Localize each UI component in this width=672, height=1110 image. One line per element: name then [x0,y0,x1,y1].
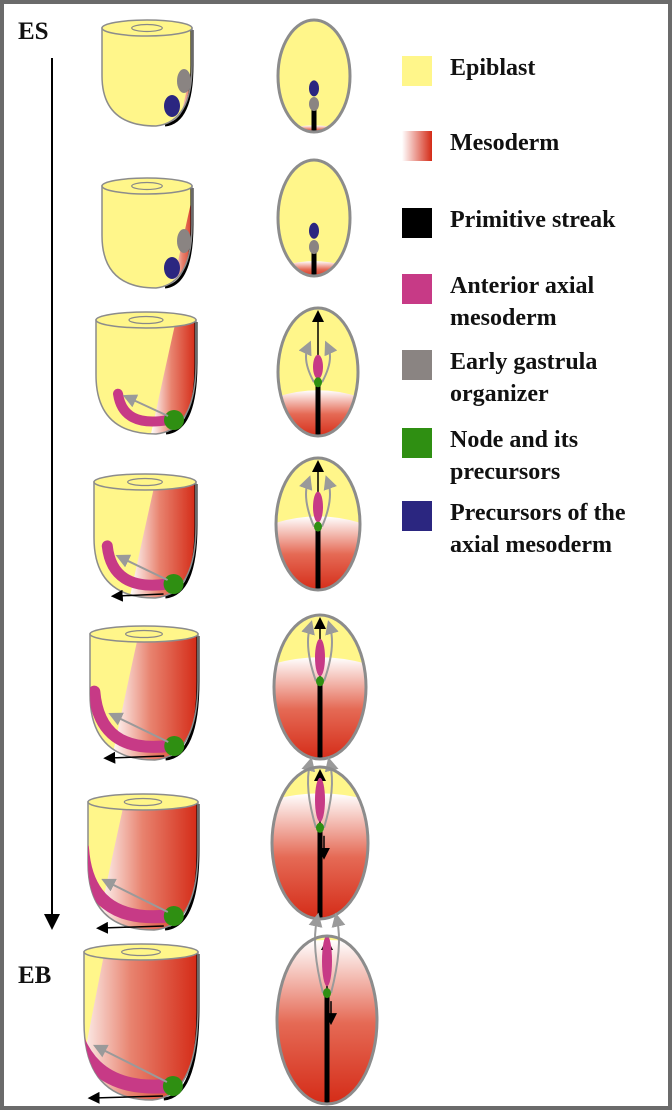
anterior-axial-mesoderm [313,355,323,379]
stage-2-frontal-view [276,160,352,278]
node-cells [164,410,184,430]
legend-label-epiblast: Epiblast [450,52,672,84]
stage-6-side-view [83,794,199,930]
stage-5-frontal-view [272,615,368,761]
legend-label-primitive-streak: Primitive streak [450,204,672,236]
legend-swatch-primitive-streak [402,208,432,238]
node-cells [164,736,184,756]
cup-rim [102,178,192,194]
stage-6-frontal-view [270,764,370,921]
organizer-cells [177,229,191,253]
cup-rim [88,794,198,810]
axial-precursor-cells [309,80,319,96]
legend-label-node: Node and its precursors [450,424,672,488]
organizer-cells [177,69,191,93]
anterior-axial-mesoderm [313,492,323,523]
legend-swatch-axial-precursors [402,501,432,531]
organizer-cells [309,240,319,254]
legend-label-axial-precursors: Precursors of the axial mesoderm [450,497,672,561]
legend-label-anterior-axial-mesoderm: Anterior axial mesoderm [450,270,672,334]
legend-swatch-anterior-axial-mesoderm [402,274,432,304]
node-cells [316,823,324,833]
anterior-axial-mesoderm [315,639,325,676]
node-cells [314,377,322,387]
node-cells [163,1076,183,1096]
anterior-axial-mesoderm [322,936,332,987]
organizer-cells [309,97,319,111]
stage-2-side-view [102,178,195,288]
node-cells [164,574,184,594]
stage-1-frontal-view [276,20,352,134]
node-cells [164,906,184,926]
stage-1-side-view [102,20,201,126]
stage-3-frontal-view [276,308,360,438]
legend-swatch-epiblast [402,56,432,86]
stage-7-frontal-view [275,920,379,1106]
node-cells [314,522,322,532]
node-cells [316,676,324,686]
cup-rim [94,474,196,490]
label-start-es: ES [18,18,49,46]
axial-precursor-cells [164,257,180,279]
node-cells [323,988,331,998]
legend-label-early-gastrula-organizer: Early gastrula organizer [450,346,672,410]
axial-precursor-cells [164,95,180,117]
legend-swatch-early-gastrula-organizer [402,350,432,380]
axial-precursor-cells [309,223,319,239]
label-end-eb: EB [18,962,51,990]
legend-label-mesoderm: Mesoderm [450,127,672,159]
stage-4-frontal-view [274,458,362,592]
cup-rim [96,312,196,328]
stage-5-side-view [90,626,198,760]
stage-4-side-view [94,474,196,598]
cup-rim [84,944,198,960]
anterior-axial-mesoderm [315,778,325,822]
stage-3-side-view [96,312,196,434]
legend-swatch-mesoderm [402,131,432,161]
cup-rim [102,20,192,36]
cup-rim [90,626,198,642]
stage-7-side-view [68,944,198,1100]
legend-swatch-node [402,428,432,458]
